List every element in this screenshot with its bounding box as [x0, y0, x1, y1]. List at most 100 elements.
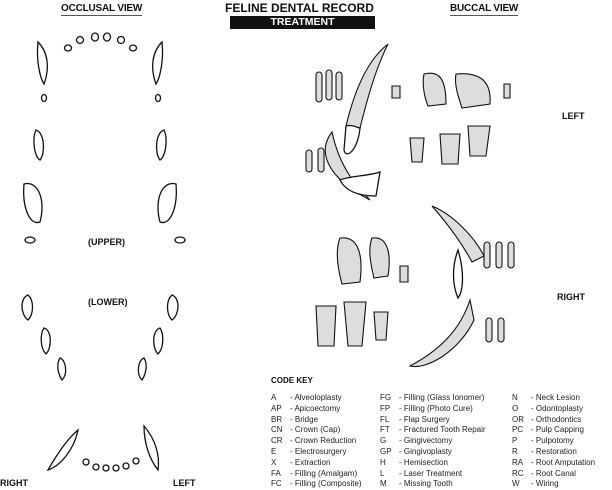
- code-key-entry: FP - Filling (Photo Cure): [380, 404, 486, 415]
- code-key-code: N: [512, 393, 518, 402]
- code-key-description: - Gingivectomy: [399, 436, 453, 446]
- code-key-description: - Electrosurgery: [290, 446, 347, 456]
- code-key-description: - Filling (Glass Ionomer): [399, 393, 485, 402]
- code-key-code: A: [271, 393, 277, 402]
- code-key-code: GP: [380, 446, 392, 456]
- code-key-description: - Flap Surgery: [399, 414, 450, 424]
- code-key-description: - Hemisection: [399, 457, 448, 467]
- code-key-column-2: FG - Filling (Glass Ionomer) FP - Filling (…: [380, 393, 486, 490]
- code-key-description: - Root Canal: [531, 468, 576, 478]
- code-key-code: FL: [380, 414, 390, 424]
- code-key-entry: N - Neck Lesion: [512, 393, 595, 404]
- code-key-code: M: [380, 479, 387, 489]
- code-key-code: H: [380, 457, 386, 467]
- code-key-entry: E - Electrosurgery: [271, 447, 362, 458]
- code-key-code: O: [512, 403, 519, 413]
- code-key-entry: FG - Filling (Glass Ionomer): [380, 393, 486, 404]
- code-key-entry: A - Alveoloplasty: [271, 393, 362, 404]
- code-key-code: RA: [512, 457, 524, 467]
- code-key-entry: OR - Orthodontics: [512, 415, 595, 426]
- code-key-code: FC: [271, 479, 282, 489]
- code-key-entry: FL - Flap Surgery: [380, 415, 486, 426]
- code-key-entry: P - Pulpotomy: [512, 436, 595, 447]
- treatment-banner: TREATMENT: [230, 16, 375, 29]
- code-key-description: - Crown (Cap): [290, 425, 341, 435]
- code-key-description: - Alveoloplasty: [290, 393, 342, 402]
- code-key-code: AP: [271, 403, 282, 413]
- page-title: FELINE DENTAL RECORD: [225, 1, 374, 15]
- buccal-right-label: RIGHT: [557, 292, 585, 302]
- code-key-code: L: [380, 468, 385, 478]
- code-key-description: - Bridge: [290, 414, 319, 424]
- buccal-left-label: LEFT: [562, 111, 585, 121]
- code-key-code: E: [271, 446, 277, 456]
- buccal-left-teeth: [305, 43, 511, 201]
- code-key-code: CN: [271, 425, 283, 435]
- code-key-code: W: [512, 479, 520, 489]
- code-key-description: - Filling (Composite): [290, 479, 362, 489]
- occlusal-upper-teeth: [23, 32, 186, 244]
- code-key-code: G: [380, 436, 387, 446]
- code-key-code: FP: [380, 403, 391, 413]
- code-key-description: - Odontoplasty: [531, 403, 584, 413]
- code-key-description: - Filling (Amalgam): [290, 468, 358, 478]
- code-key-code: R: [512, 446, 518, 456]
- code-key-entry: PC - Pulp Capping: [512, 425, 595, 436]
- code-key-description: - Fractured Tooth Repair: [399, 425, 486, 435]
- code-key-entry: O - Odontoplasty: [512, 404, 595, 415]
- code-key-description: - Crown Reduction: [290, 436, 357, 446]
- code-key-entry: CR - Crown Reduction: [271, 436, 362, 447]
- occlusal-lower-teeth: [21, 294, 179, 472]
- code-key-entry: RA - Root Amputation: [512, 458, 595, 469]
- code-key-entry: CN - Crown (Cap): [271, 425, 362, 436]
- occlusal-right-label: RIGHT: [0, 478, 28, 488]
- code-key-description: - Apicoectomy: [290, 403, 341, 413]
- code-key-code: FA: [271, 468, 281, 478]
- buccal-view-label: BUCCAL VIEW: [450, 3, 519, 16]
- code-key-entry: FC - Filling (Composite): [271, 479, 362, 490]
- code-key-entry: AP - Apicoectomy: [271, 404, 362, 415]
- code-key-code: OR: [512, 414, 524, 424]
- code-key-code: BR: [271, 414, 283, 424]
- code-key-description: - Orthodontics: [531, 414, 582, 424]
- code-key-entry: L - Laser Treatment: [380, 469, 486, 480]
- code-key-entry: FA - Filling (Amalgam): [271, 469, 362, 480]
- code-key-description: - Wiring: [531, 479, 559, 489]
- occlusal-left-label: LEFT: [173, 478, 196, 488]
- upper-label: (UPPER): [88, 237, 126, 247]
- code-key-description: - Laser Treatment: [399, 468, 463, 478]
- buccal-right-teeth: [315, 205, 515, 368]
- code-key-entry: FT - Fractured Tooth Repair: [380, 425, 486, 436]
- code-key-description: - Missing Tooth: [399, 479, 453, 489]
- code-key-code: FG: [380, 393, 392, 402]
- code-key-entry: W - Wiring: [512, 479, 595, 490]
- code-key-entry: X - Extraction: [271, 458, 362, 469]
- code-key-entry: RC - Root Canal: [512, 469, 595, 480]
- code-key-entry: GP - Gingivoplasty: [380, 447, 486, 458]
- code-key-description: - Restoration: [531, 446, 577, 456]
- code-key-code: PC: [512, 425, 524, 435]
- code-key-entry: G - Gingivectomy: [380, 436, 486, 447]
- code-key-description: - Root Amputation: [531, 457, 596, 467]
- code-key-code: CR: [271, 436, 283, 446]
- code-key-description: - Pulpotomy: [531, 436, 574, 446]
- code-key-description: - Neck Lesion: [531, 393, 580, 402]
- code-key-description: - Filling (Photo Cure): [399, 403, 473, 413]
- lower-label: (LOWER): [88, 297, 128, 307]
- code-key-description: - Extraction: [290, 457, 331, 467]
- code-key-code: P: [512, 436, 518, 446]
- code-key-code: X: [271, 457, 277, 467]
- code-key-entry: M - Missing Tooth: [380, 479, 486, 490]
- occlusal-view-label: OCCLUSAL VIEW: [61, 3, 143, 16]
- code-key-entry: BR - Bridge: [271, 415, 362, 426]
- code-key-description: - Pulp Capping: [531, 425, 584, 435]
- code-key-code: FT: [380, 425, 390, 435]
- code-key-code: RC: [512, 468, 524, 478]
- code-key-entry: H - Hemisection: [380, 458, 486, 469]
- code-key-entry: R - Restoration: [512, 447, 595, 458]
- code-key-description: - Gingivoplasty: [399, 446, 452, 456]
- code-key-title: CODE KEY: [271, 376, 313, 385]
